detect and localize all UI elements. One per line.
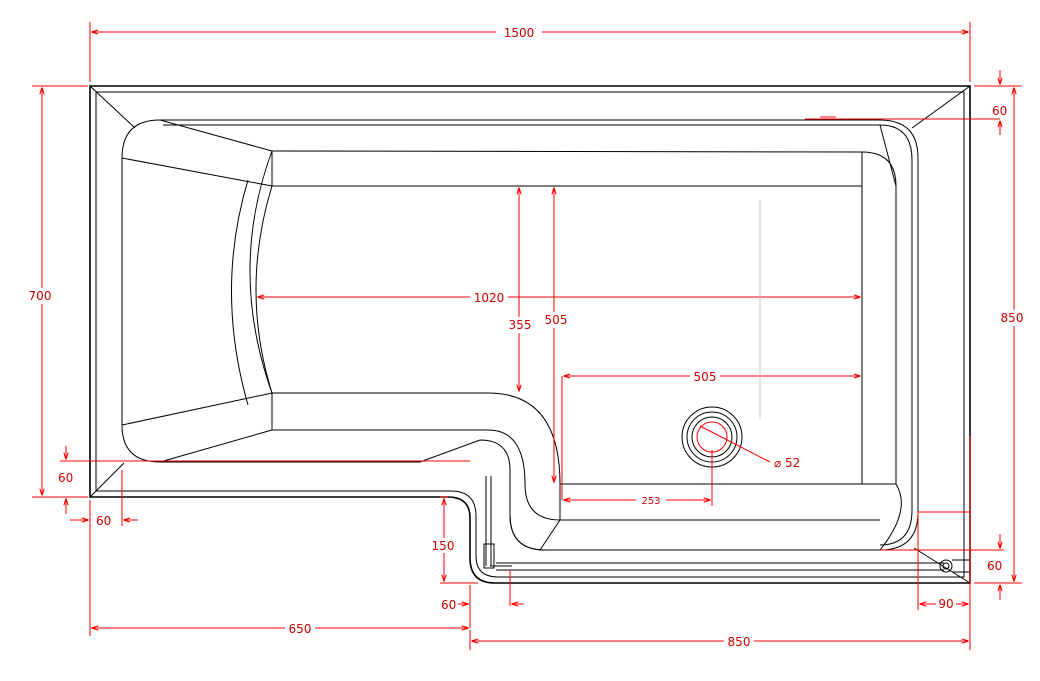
dimension-basin-length: 1020 — [258, 290, 860, 306]
dimension-corner-offset: 90 — [917, 436, 971, 650]
waste-diameter-label: ⌀ 52 — [774, 456, 800, 470]
rim-bottom-right-label: 60 — [987, 559, 1002, 573]
dimension-waste-offset: 253 — [564, 450, 713, 507]
rim-top-right-label: 60 — [992, 104, 1007, 118]
corner-offset-label: 90 — [938, 597, 953, 611]
basin-length-label: 1020 — [474, 291, 505, 305]
basin-inner-depth-label: 355 — [509, 318, 532, 332]
dimension-rim-left-side: 60 — [58, 446, 470, 514]
dimension-depth-right: 850 — [974, 85, 1030, 584]
basin-depth-label: 505 — [545, 313, 568, 327]
dimension-right-basin-width: 505 — [561, 369, 860, 500]
step-depth-label: 150 — [432, 539, 455, 553]
dimension-rim-left-bottom: 60 — [70, 470, 138, 528]
rim-left-bottom-label: 60 — [96, 514, 111, 528]
basin — [121, 119, 902, 551]
screen-fittings — [483, 476, 970, 573]
bath-outline — [89, 85, 971, 584]
right-section-label: 850 — [728, 635, 751, 649]
dimension-right-section: 850 — [469, 630, 968, 650]
waste-offset-label: 253 — [641, 496, 660, 507]
dimension-step-rim: 60 — [441, 570, 524, 628]
dimension-rim-top-right: 60 — [805, 70, 1007, 135]
dimension-rim-bottom-right: 60 — [880, 534, 1004, 600]
rim-left-side-label: 60 — [58, 471, 73, 485]
left-section-label: 650 — [289, 622, 312, 636]
dimension-left-section: 650 — [89, 500, 468, 637]
dimension-depth-left: 700 — [26, 85, 88, 498]
step-rim-label: 60 — [441, 598, 456, 612]
dimension-basin-depth: 505 — [542, 188, 570, 482]
dimension-overall-width: 1500 — [89, 22, 971, 82]
inner-rim — [121, 119, 919, 551]
depth-right-label: 850 — [1001, 311, 1024, 325]
dimension-waste-diameter: ⌀ 52 — [699, 425, 800, 470]
right-basin-width-label: 505 — [694, 370, 717, 384]
overall-width-label: 1500 — [504, 26, 535, 40]
depth-left-label: 700 — [29, 289, 52, 303]
dimension-basin-inner-depth: 355 — [506, 188, 534, 391]
dimension-step-depth: 150 — [430, 496, 478, 584]
